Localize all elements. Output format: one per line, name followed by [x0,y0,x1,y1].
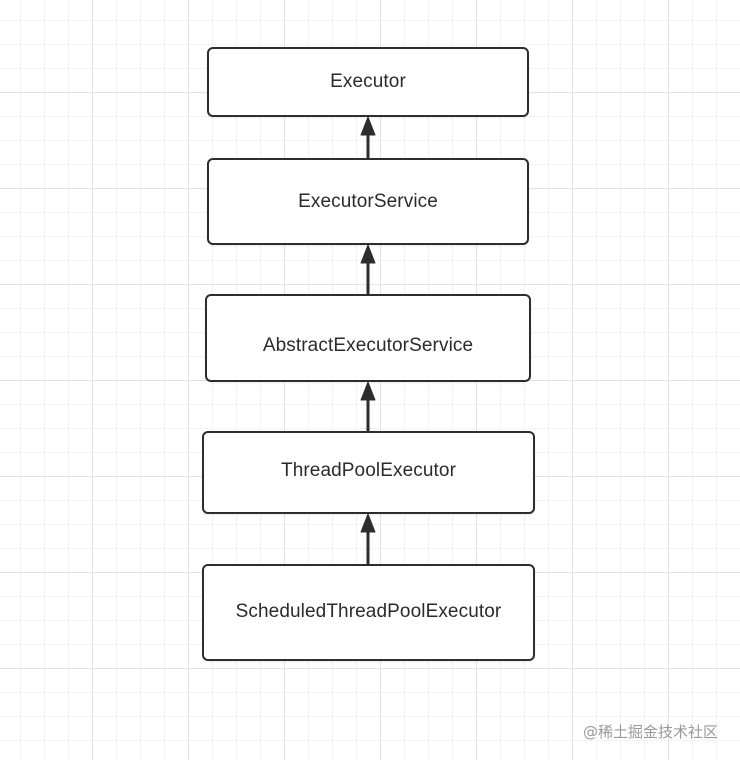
node-thread-pool-executor-label: ThreadPoolExecutor [280,459,456,481]
edge-threadpoolexecutor-to-abstractexecutorservice [360,381,376,431]
node-scheduled-thread-pool-executor[interactable]: ScheduledThreadPoolExecutor [202,564,535,661]
node-scheduled-thread-pool-executor-label: ScheduledThreadPoolExecutor [235,600,502,622]
node-executor-service[interactable]: ExecutorService [207,158,529,245]
node-executor[interactable]: Executor [207,47,529,117]
node-thread-pool-executor[interactable]: ThreadPoolExecutor [202,431,535,514]
node-executor-label: Executor [330,71,406,92]
node-executor-service-label: ExecutorService [298,190,438,212]
edge-scheduledthreadpoolexecutor-to-threadpoolexecutor [360,513,376,564]
node-abstract-executor-service[interactable]: AbstractExecutorService [205,294,531,382]
edge-executorservice-to-executor [360,116,376,158]
node-abstract-executor-service-label: AbstractExecutorService [262,335,474,356]
watermark-text: @稀土掘金技术社区 [582,723,718,741]
edge-abstractexecutorservice-to-executorservice [360,244,376,294]
